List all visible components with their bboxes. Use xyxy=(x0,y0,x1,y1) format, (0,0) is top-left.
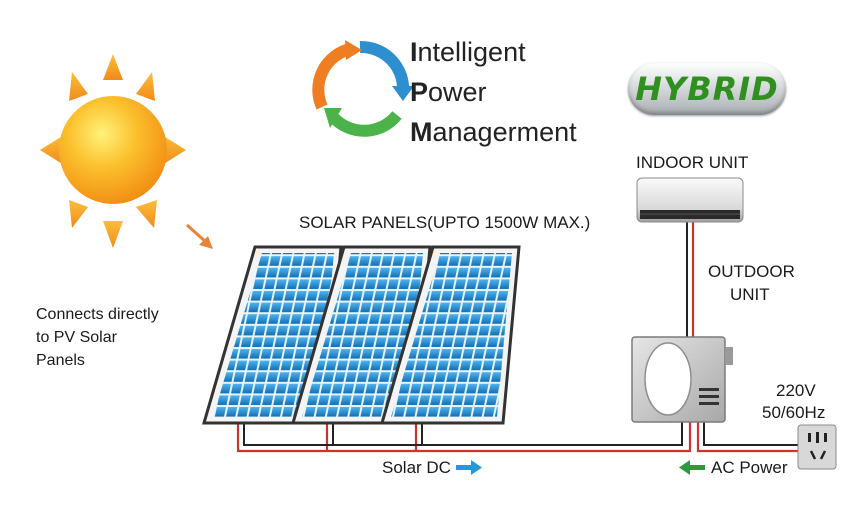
frequency-label: 50/60Hz xyxy=(762,403,826,422)
wiring xyxy=(236,222,798,453)
connects-label-line2: to PV Solar xyxy=(36,329,117,346)
sun-ray-arrow-icon xyxy=(185,223,213,249)
arrow-right-icon xyxy=(456,460,482,475)
ipm-initial-m: M xyxy=(410,117,433,147)
outdoor-unit-label-line1: OUTDOOR xyxy=(708,262,795,281)
ipm-text-intelligent: ntelligent xyxy=(417,37,526,67)
ipm-initial-i: I xyxy=(410,37,418,67)
hybrid-badge-text: HYBRID xyxy=(635,70,779,108)
ipm-text-power: ower xyxy=(428,77,487,107)
indoor-unit-icon xyxy=(636,177,744,223)
solar-panel-icon xyxy=(380,245,521,425)
recycle-arrows-icon xyxy=(312,40,414,137)
outdoor-unit-label-line2: UNIT xyxy=(730,285,770,304)
ipm-text-management: anagerment xyxy=(432,117,577,147)
connects-label-line3: Panels xyxy=(36,352,85,369)
solar-panels-label: SOLAR PANELS(UPTO 1500W MAX.) xyxy=(299,213,591,232)
ipm-line-intelligent: Intelligent xyxy=(410,37,526,68)
ipm-initial-p: P xyxy=(410,77,429,107)
ac-power-label: AC Power xyxy=(711,458,788,477)
ipm-line-power: Power xyxy=(410,77,487,108)
arrow-left-icon xyxy=(679,460,705,475)
connects-label-line1: Connects directly xyxy=(36,306,159,323)
outdoor-unit-icon xyxy=(631,336,733,423)
indoor-unit-label: INDOOR UNIT xyxy=(636,153,749,172)
solar-dc-label: Solar DC xyxy=(382,458,451,477)
hybrid-badge: HYBRID xyxy=(628,63,786,115)
power-outlet-icon xyxy=(797,424,837,470)
sun-icon xyxy=(40,54,186,248)
ipm-line-management: Managerment xyxy=(410,117,577,148)
voltage-label: 220V xyxy=(776,381,816,400)
